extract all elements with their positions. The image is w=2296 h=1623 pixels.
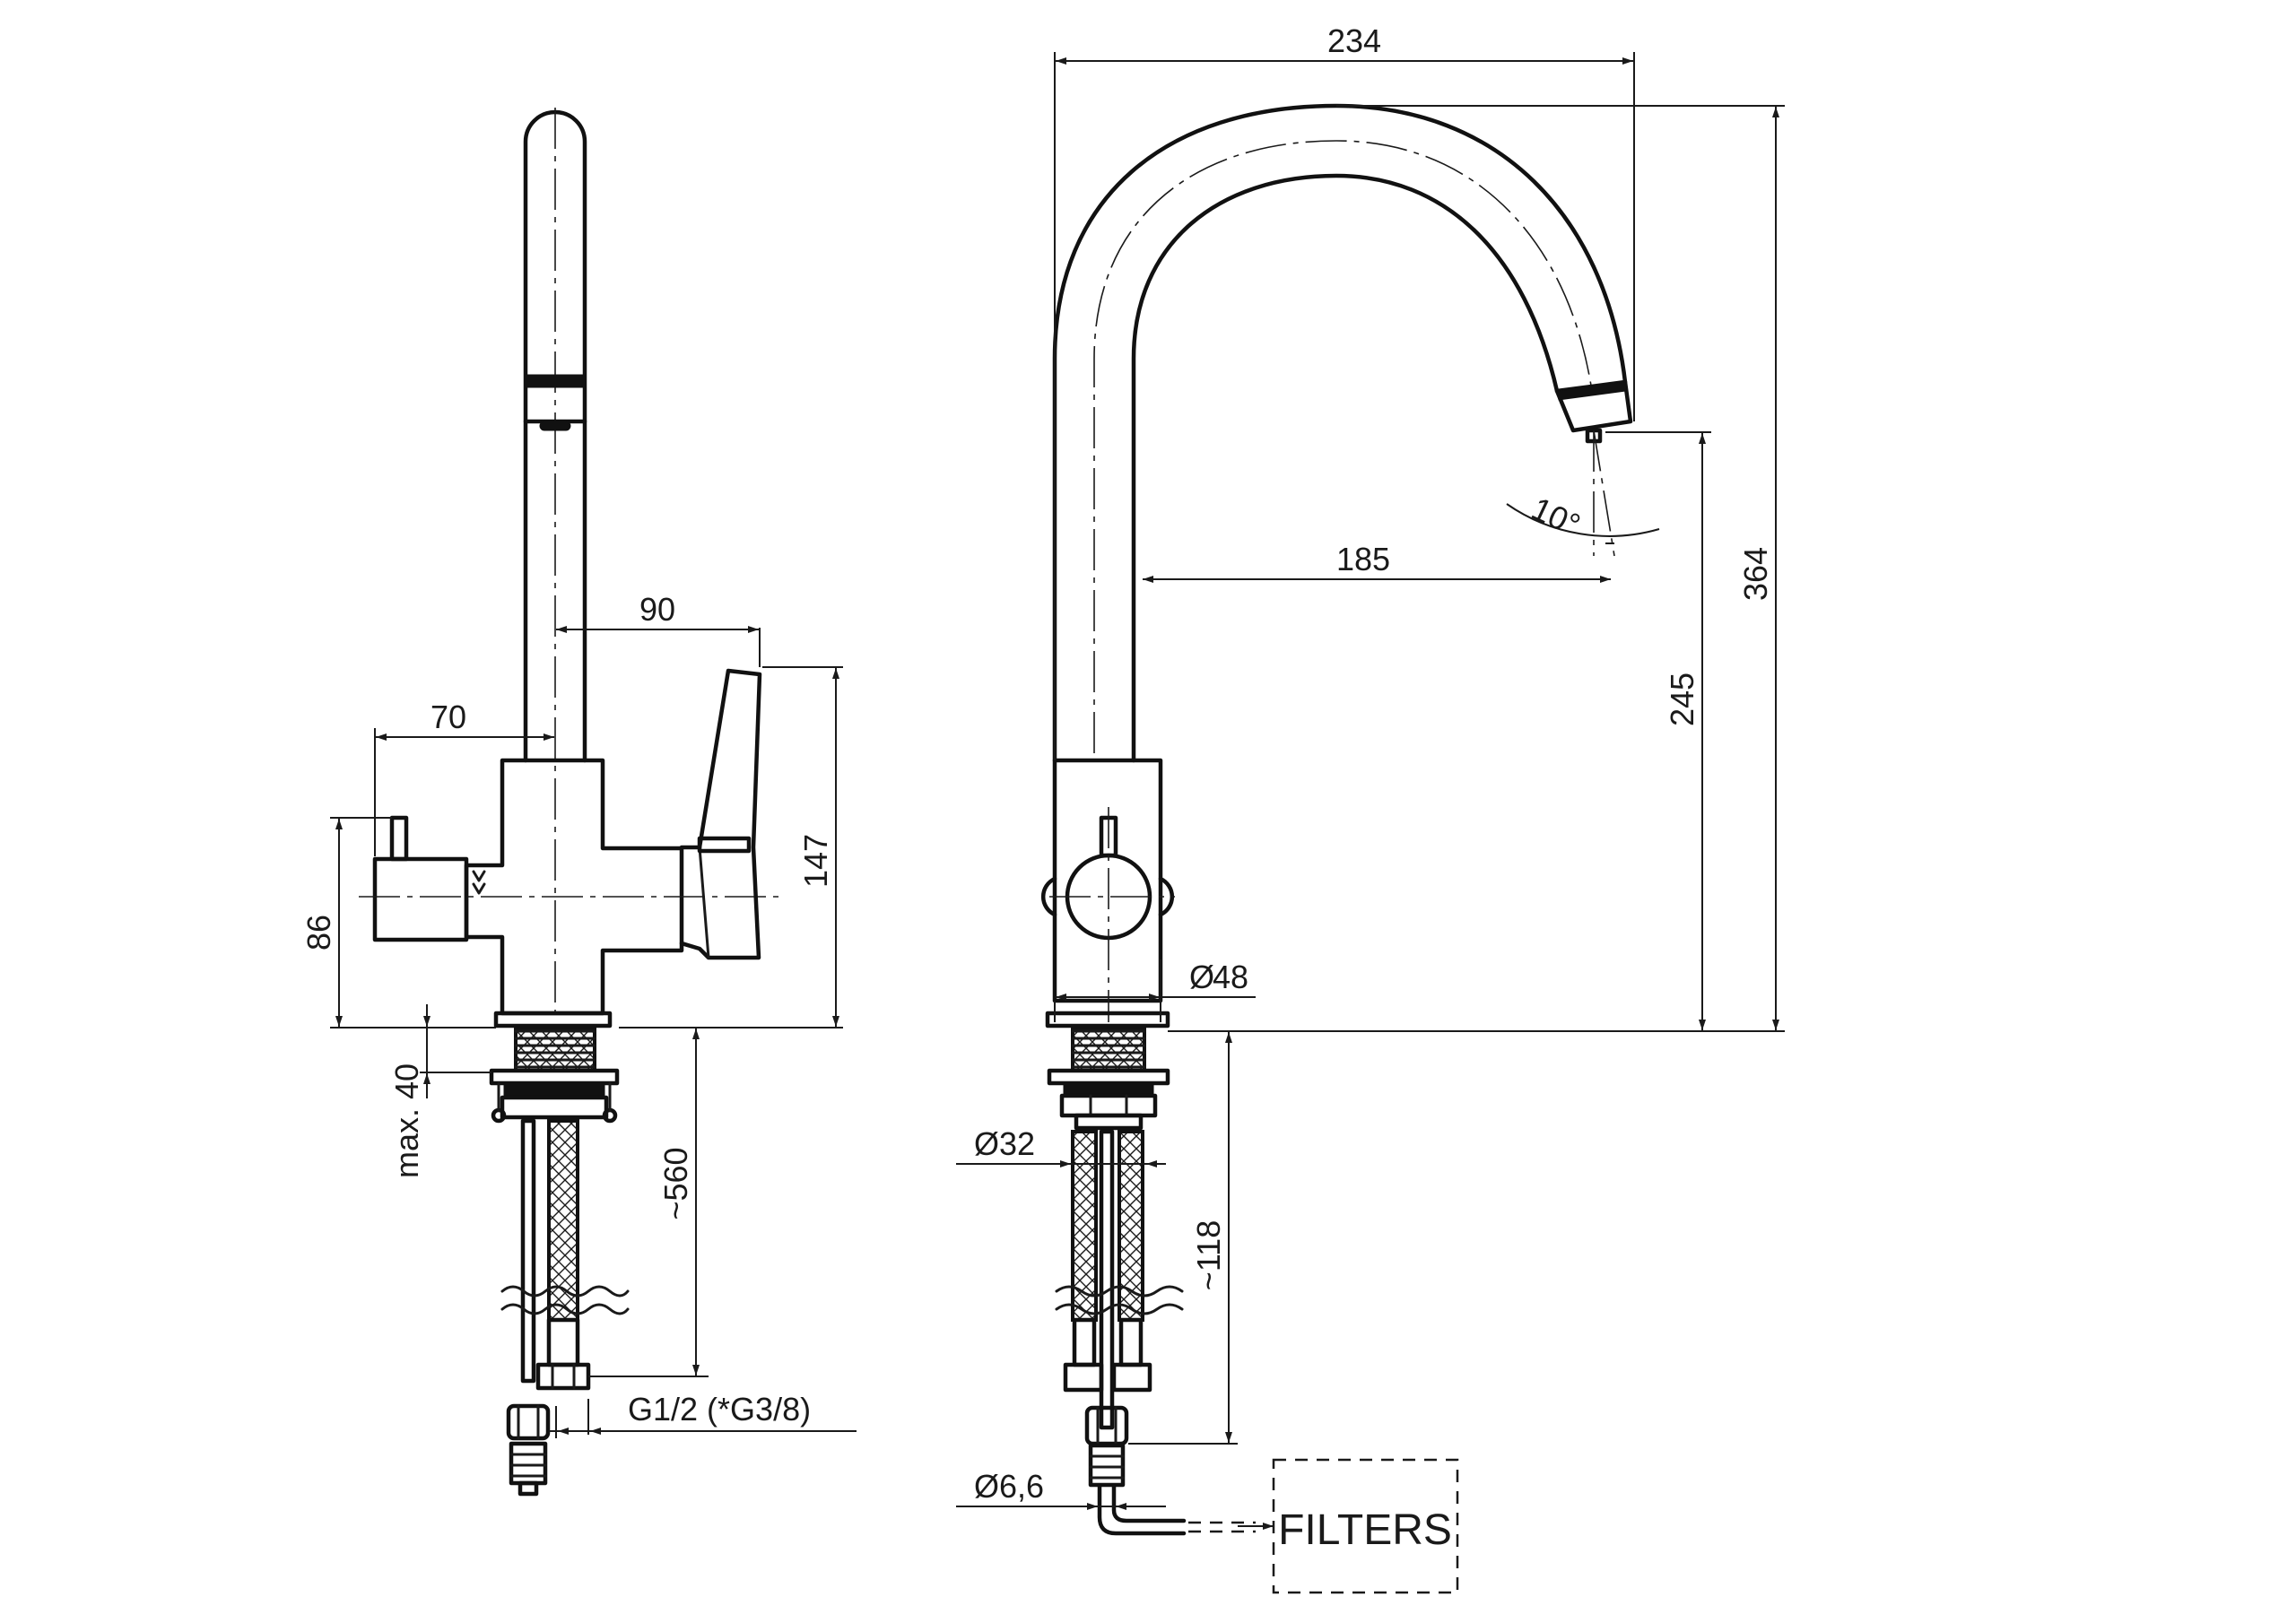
dim-max40: max. 40: [388, 1063, 425, 1178]
hose-nut: [535, 1362, 591, 1391]
base-ring: [493, 1011, 613, 1028]
dim-32: 32: [999, 1125, 1035, 1162]
dim-364: 364: [1737, 547, 1774, 601]
filters-label: FILTERS: [1278, 1506, 1452, 1554]
gooseneck-inner: [1131, 173, 1560, 763]
gooseneck-outer: [1052, 103, 1628, 763]
dim-70: 70: [430, 699, 466, 735]
lever-handle: [679, 668, 762, 960]
flow-arrow-icon: [472, 870, 486, 895]
dim-118: ~118: [1190, 1220, 1227, 1290]
fixing-plate: [489, 1068, 620, 1086]
dim-234: 234: [1327, 22, 1381, 59]
dim-48: 48: [1213, 959, 1248, 995]
front-base-ring: [1045, 1011, 1170, 1028]
filter-hose: [520, 1118, 536, 1384]
quick-connector: [506, 1403, 551, 1441]
front-fixing-nut: [1059, 1093, 1158, 1118]
threaded-shank: [514, 1028, 596, 1072]
dim-48-symbol: Ø: [1189, 959, 1214, 995]
side-view-dimensions: 90 70 147 86 max. 40 ~560 G1/2 (*G3/8): [300, 591, 857, 1438]
dim-66: 6,6: [999, 1468, 1044, 1505]
filters-box: [1272, 1458, 1459, 1594]
tube-to-filter: [1097, 1484, 1187, 1536]
dim-86: 86: [300, 915, 337, 950]
front-break-mark: [1055, 1285, 1184, 1298]
dim-245: 245: [1664, 673, 1700, 726]
filter-valve-handle: [389, 815, 409, 862]
dim-32-symbol: Ø: [974, 1125, 999, 1162]
front-view-dimensions: 234 364 245 185 Ø 48 Ø 32 ~118 Ø 6,: [956, 22, 1785, 1510]
dim-147: 147: [797, 834, 834, 888]
dim-10deg: 10°: [1526, 490, 1587, 543]
dim-90: 90: [639, 591, 675, 628]
front-view: 10°: [1040, 103, 1660, 1594]
fixing-nut: [500, 1095, 609, 1120]
dim-thread: G1/2 (*G3/8): [628, 1391, 811, 1428]
dim-185: 185: [1336, 541, 1390, 577]
aerator-band: [525, 374, 586, 388]
angle-arc: [1506, 503, 1660, 537]
aerator-tip: [539, 421, 571, 431]
side-view: [359, 108, 778, 1497]
front-filter-hose: [1099, 1129, 1115, 1430]
filter-valve-body: [372, 856, 469, 942]
dim-560: ~560: [657, 1147, 694, 1219]
break-mark: [500, 1285, 630, 1298]
mixer-body: [464, 758, 684, 1016]
dim-66-symbol: Ø: [974, 1468, 999, 1505]
front-shank: [1071, 1028, 1146, 1072]
